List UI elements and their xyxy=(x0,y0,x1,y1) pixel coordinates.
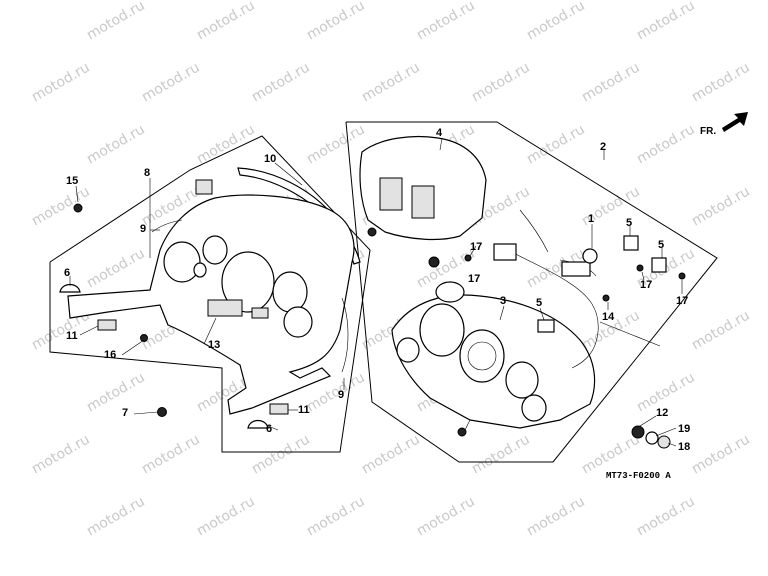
callout-8: 8 xyxy=(144,167,150,179)
group-frame-meter xyxy=(345,121,718,463)
callout-17: 17 xyxy=(676,295,688,307)
watermark-text: motod.ru xyxy=(304,493,368,539)
watermark-text: motod.ru xyxy=(634,0,698,43)
watermark-text: motod.ru xyxy=(524,493,588,539)
callout-9: 9 xyxy=(140,223,146,235)
watermark-text: motod.ru xyxy=(84,369,148,415)
band-clip xyxy=(582,248,598,264)
washer-19 xyxy=(645,431,659,445)
watermark-text: motod.ru xyxy=(194,121,258,167)
watermark-layer: motod.ru motod.ru motod.ru motod.ru motod.ru… xyxy=(29,0,753,539)
watermark-text: motod.ru xyxy=(29,59,93,105)
grommet-left xyxy=(59,283,81,293)
cord-clamp-c xyxy=(537,319,555,333)
nut-lower xyxy=(157,407,167,417)
meter-nut xyxy=(631,425,645,439)
group-frame-panel xyxy=(49,135,371,453)
clip-right xyxy=(269,403,289,415)
watermark-text: motod.ru xyxy=(689,183,753,229)
callout-17: 17 xyxy=(468,273,480,285)
meter-panel xyxy=(67,179,355,415)
cord-clamp-a xyxy=(623,235,639,251)
screw-17-b xyxy=(636,264,644,272)
clip-left xyxy=(97,319,117,331)
callout-3: 3 xyxy=(500,295,506,307)
callout-9: 9 xyxy=(338,389,344,401)
callout-19: 19 xyxy=(678,423,690,435)
watermark-text: motod.ru xyxy=(414,493,478,539)
watermark-text: motod.ru xyxy=(689,431,753,477)
drawing-code: MT73-F0200 A xyxy=(606,471,671,481)
watermark-text: motod.ru xyxy=(194,493,258,539)
callout-12: 12 xyxy=(656,407,668,419)
watermark-text: motod.ru xyxy=(689,307,753,353)
callout-10: 10 xyxy=(264,153,276,165)
front-direction-indicator: FR. xyxy=(700,112,748,137)
cord-clamp-b xyxy=(651,257,667,273)
watermark-text: motod.ru xyxy=(634,493,698,539)
leader-lines xyxy=(69,137,683,447)
screw-17-a xyxy=(464,254,472,262)
watermark-text: motod.ru xyxy=(579,59,643,105)
washer-18 xyxy=(657,435,671,449)
watermark-text: motod.ru xyxy=(304,121,368,167)
seal-strip-upper xyxy=(151,219,183,233)
callout-17: 17 xyxy=(640,279,652,291)
watermark-text: motod.ru xyxy=(469,431,533,477)
watermark-text: motod.ru xyxy=(304,0,368,43)
callout-18: 18 xyxy=(678,441,690,453)
callout-17: 17 xyxy=(470,241,482,253)
wire-harness xyxy=(493,209,661,369)
callout-6: 6 xyxy=(266,423,272,435)
callout-13: 13 xyxy=(208,339,220,351)
watermark-text: motod.ru xyxy=(84,121,148,167)
garnish-strip xyxy=(237,167,361,265)
callout-11: 11 xyxy=(66,330,78,342)
callout-6: 6 xyxy=(64,267,70,279)
watermark-text: motod.ru xyxy=(359,59,423,105)
callout-1: 1 xyxy=(588,213,594,225)
watermark-text: motod.ru xyxy=(634,121,698,167)
grommet-right xyxy=(247,419,269,429)
screw-top xyxy=(73,203,83,213)
watermark-text: motod.ru xyxy=(139,59,203,105)
watermark-text: motod.ru xyxy=(29,431,93,477)
screw-lower xyxy=(140,334,148,342)
watermark-text: motod.ru xyxy=(84,0,148,43)
callout-2: 2 xyxy=(600,141,606,153)
callout-15: 15 xyxy=(66,175,78,187)
callout-4: 4 xyxy=(436,127,443,139)
watermark-text: motod.ru xyxy=(359,431,423,477)
callout-14: 14 xyxy=(602,311,615,323)
watermark-text: motod.ru xyxy=(689,59,753,105)
watermark-text: motod.ru xyxy=(249,431,313,477)
watermark-text: motod.ru xyxy=(84,245,148,291)
screw-14 xyxy=(602,294,610,302)
front-direction-label: FR. xyxy=(700,126,716,137)
callout-5: 5 xyxy=(658,239,664,251)
watermark-text: motod.ru xyxy=(194,0,258,43)
front-arrow-icon xyxy=(722,112,748,132)
watermark-text: motod.ru xyxy=(139,431,203,477)
callout-7: 7 xyxy=(122,407,128,419)
watermark-text: motod.ru xyxy=(414,0,478,43)
watermark-text: motod.ru xyxy=(249,59,313,105)
callout-11: 11 xyxy=(298,404,310,416)
meter-upper-case xyxy=(359,135,487,268)
watermark-text: motod.ru xyxy=(29,183,93,229)
callout-16: 16 xyxy=(104,349,116,361)
seal-strip-right xyxy=(341,297,349,373)
watermark-text: motod.ru xyxy=(84,493,148,539)
watermark-text: motod.ru xyxy=(469,59,533,105)
screw-17-c xyxy=(678,272,686,280)
callout-5: 5 xyxy=(536,297,542,309)
watermark-text: motod.ru xyxy=(524,0,588,43)
callout-5: 5 xyxy=(626,217,632,229)
